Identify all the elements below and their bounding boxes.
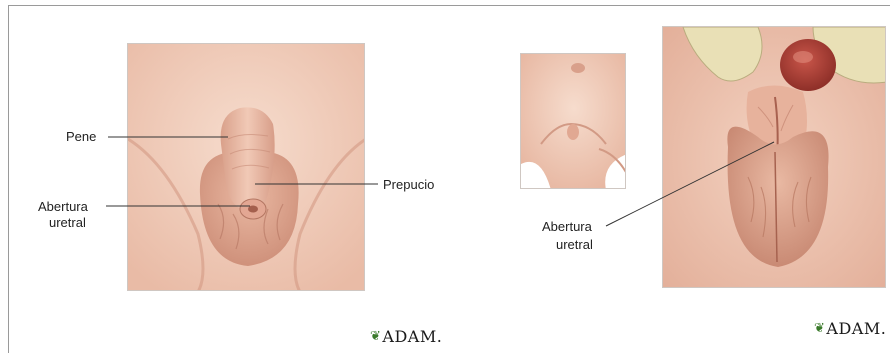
leaf-icon: ❦ bbox=[814, 321, 825, 336]
adam-logo-left-text: ADAM. bbox=[382, 327, 442, 346]
adam-logo-left: ❦ ADAM. bbox=[370, 327, 442, 346]
adam-logo-right-text: ADAM. bbox=[826, 319, 886, 338]
adam-logo-right: ❦ ADAM. bbox=[814, 319, 886, 338]
leader-abertura-right bbox=[606, 142, 774, 226]
leaf-icon: ❦ bbox=[370, 329, 381, 344]
